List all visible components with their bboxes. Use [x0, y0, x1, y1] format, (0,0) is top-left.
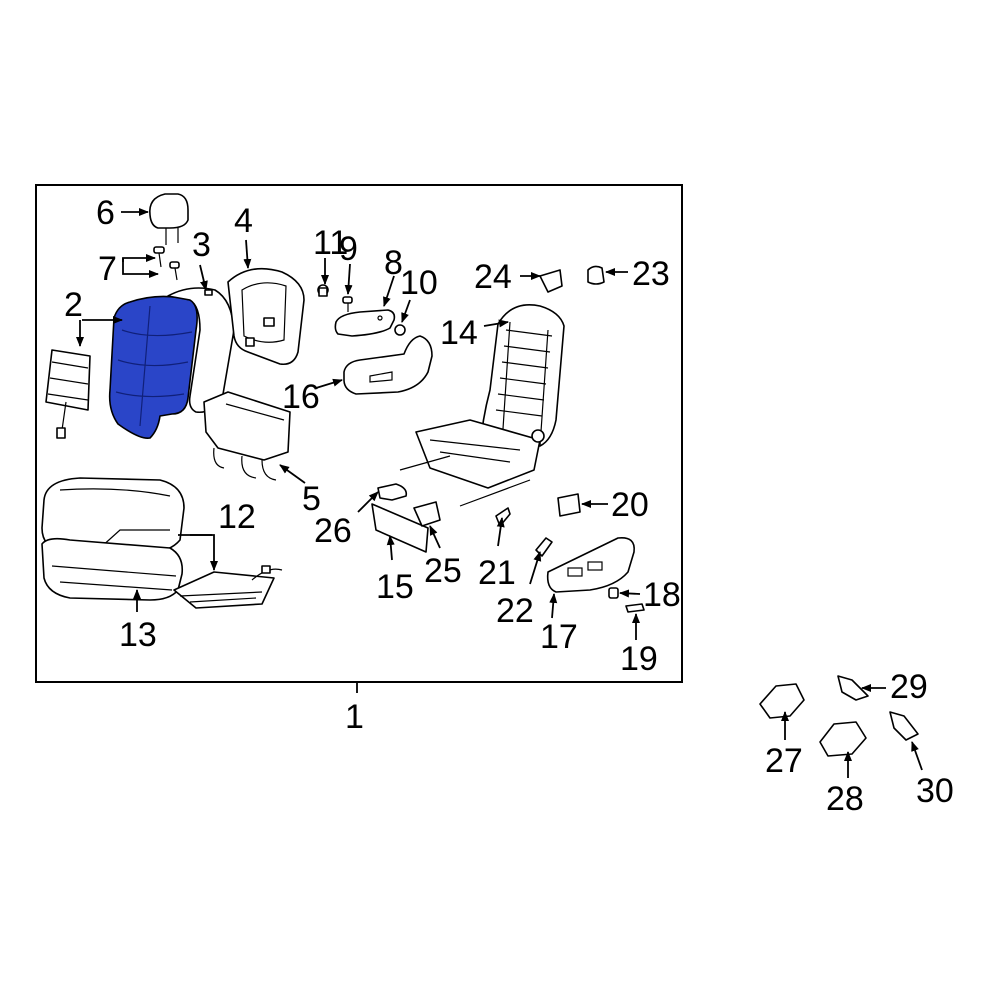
seat-back-heater-part[interactable]: [45, 349, 91, 439]
callout-3: 3: [192, 226, 211, 264]
callout-labels: 1 2 3 4 5 6 7 8 9 10 11 12 13 14 15 16 1…: [64, 194, 954, 818]
callout-8: 8: [384, 244, 403, 282]
callout-2: 2: [64, 286, 83, 324]
seat-back-board-part[interactable]: [227, 267, 305, 366]
assembly-frame: [35, 184, 683, 683]
callout-21: 21: [478, 554, 516, 592]
callout-25: 25: [424, 552, 462, 590]
clip-part-11[interactable]: [317, 284, 329, 297]
callout-5: 5: [302, 480, 321, 518]
trim-cover-part-8[interactable]: [334, 309, 396, 337]
callout-30: 30: [916, 772, 954, 810]
callout-19: 19: [620, 640, 658, 678]
callout-24: 24: [474, 258, 512, 296]
callout-6: 6: [96, 194, 115, 232]
seat-cushion-pad-part[interactable]: [41, 537, 184, 601]
bracket-part-25[interactable]: [413, 501, 441, 527]
callout-27: 27: [765, 742, 803, 780]
clip-part-10[interactable]: [394, 324, 406, 336]
callout-10: 10: [400, 264, 438, 302]
leader-lines: [76, 208, 923, 778]
seat-cushion-heater-part[interactable]: [173, 565, 283, 609]
outer-shield-part-17[interactable]: [546, 536, 635, 593]
callout-15: 15: [376, 568, 414, 606]
cover-part-26[interactable]: [377, 483, 408, 501]
callout-22: 22: [496, 592, 534, 630]
callout-7: 7: [98, 250, 117, 288]
callout-16: 16: [282, 378, 320, 416]
screw-part-9[interactable]: [342, 296, 353, 312]
side-shield-part[interactable]: [343, 335, 433, 395]
callout-20: 20: [611, 486, 649, 524]
seat-back-cover-part[interactable]: [108, 295, 198, 440]
callout-12: 12: [218, 498, 256, 536]
bracket-part-29[interactable]: [837, 675, 869, 701]
callout-4: 4: [234, 202, 253, 240]
inner-shield-part-15[interactable]: [371, 503, 429, 553]
cover-part-28[interactable]: [819, 721, 867, 757]
callout-26: 26: [314, 512, 352, 550]
screw-parts[interactable]: [153, 246, 180, 281]
callout-11: 11: [313, 224, 348, 262]
cover-part-27[interactable]: [759, 683, 805, 719]
knob-part-18[interactable]: [608, 587, 619, 599]
seat-back-bracket-part[interactable]: [203, 391, 291, 481]
callout-18: 18: [643, 576, 681, 614]
link-part-21[interactable]: [495, 507, 511, 527]
headrest-part[interactable]: [148, 193, 189, 245]
knob-part-19[interactable]: [625, 603, 645, 613]
callout-13: 13: [119, 616, 157, 654]
link-part-22[interactable]: [535, 537, 553, 557]
callout-23: 23: [632, 255, 670, 293]
bracket-part-30[interactable]: [889, 711, 919, 741]
bracket-part-23[interactable]: [587, 265, 605, 285]
callout-9: 9: [339, 230, 358, 268]
bracket-part-24[interactable]: [539, 269, 563, 293]
callout-28: 28: [826, 780, 864, 818]
callout-17: 17: [540, 618, 578, 656]
callout-29: 29: [890, 668, 928, 706]
callout-14: 14: [440, 314, 478, 352]
bracket-part-20[interactable]: [557, 493, 581, 517]
seat-frame-part[interactable]: [399, 304, 565, 507]
callout-1: 1: [345, 698, 364, 736]
seat-cushion-cover-part[interactable]: [41, 477, 185, 553]
